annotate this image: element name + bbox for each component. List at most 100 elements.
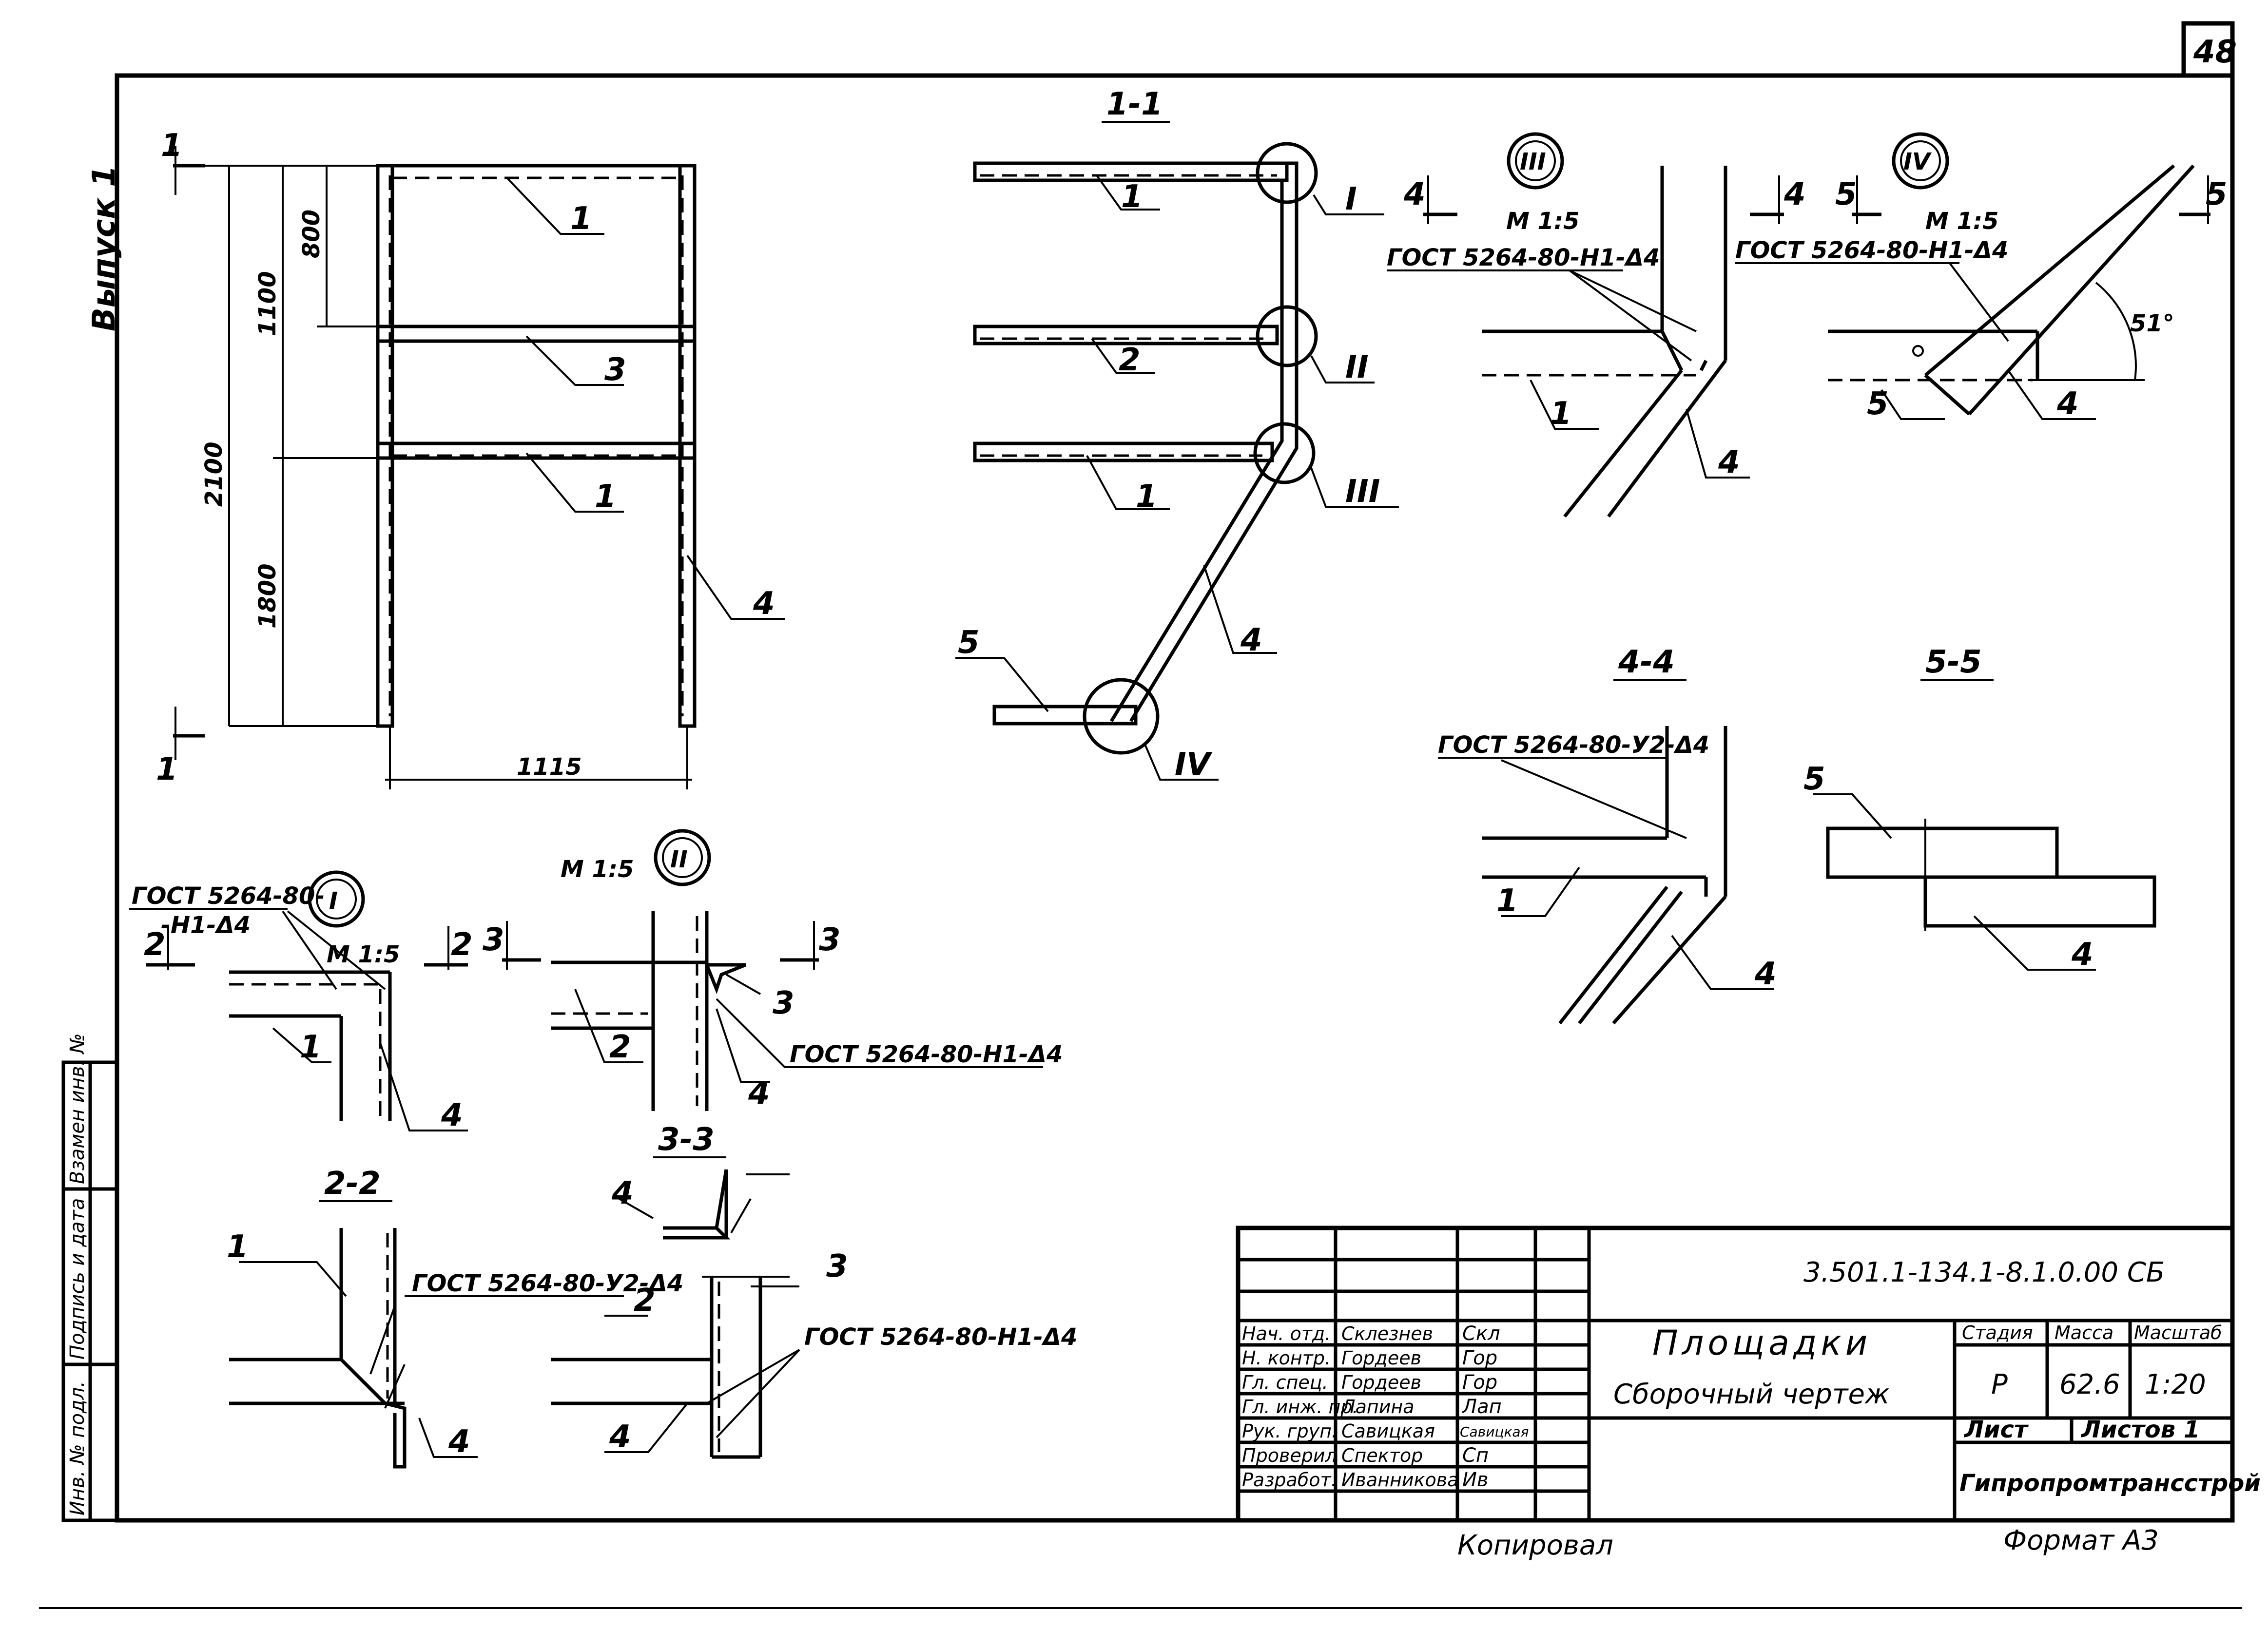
section-4-4-weld: ГОСТ 5264-80-У2-Δ4 <box>1438 731 1709 759</box>
section-4-4-title: 4-4 <box>1618 644 1675 680</box>
dim-800: 800 <box>298 210 325 258</box>
dim-1800: 1800 <box>254 563 281 629</box>
s11-pos-1-bottom: 1 <box>1136 479 1158 515</box>
dim-1115: 1115 <box>517 753 582 781</box>
role-4: Рук. груп. <box>1242 1420 1338 1442</box>
node-I-pos-4: 4 <box>441 1097 463 1133</box>
name-4: Савицкая <box>1341 1420 1435 1442</box>
node-III-badge <box>1507 132 1564 190</box>
node-IV-profile <box>1828 164 2195 420</box>
stamp-inv-no: Инв. № подл. <box>66 1381 89 1515</box>
section-5-5-profile <box>1813 793 2156 971</box>
role-3: Гл. инж. пр. <box>1242 1396 1358 1418</box>
node-II-weld: ГОСТ 5264-80-Н1-Δ4 <box>790 1041 1063 1068</box>
header-scale: Масштаб <box>2134 1322 2222 1343</box>
s55-pos-4: 4 <box>2071 937 2094 973</box>
name-1: Гордеев <box>1341 1347 1421 1369</box>
cut-mark-1-bottom: 1 <box>156 751 178 787</box>
s11-pos-4: 4 <box>1240 622 1262 658</box>
role-5: Проверил <box>1242 1445 1337 1466</box>
section-3-3-title: 3-3 <box>658 1122 715 1158</box>
s33-weld: ГОСТ 5264-80-Н1-Δ4 <box>804 1323 1077 1351</box>
signature-6: Ив <box>1462 1469 1489 1491</box>
dim-1100: 1100 <box>254 271 281 336</box>
sheet-number: 48 <box>2193 34 2237 70</box>
main-leaders <box>506 177 785 620</box>
signature-2: Гор <box>1462 1371 1497 1394</box>
name-3: Лапина <box>1340 1396 1415 1418</box>
section-1-1-title: 1-1 <box>1106 86 1163 122</box>
node-I-scale: М 1:5 <box>327 941 400 968</box>
s44-pos-4: 4 <box>1754 956 1777 992</box>
node-I-profile <box>229 910 468 1131</box>
section-3-3-profile <box>551 1169 800 1459</box>
node-IV-cut-left: 5 <box>1835 176 1857 212</box>
node-II-cut-left: 3 <box>483 922 504 958</box>
side-label: Выпуск 1 <box>86 165 122 331</box>
s55-pos-5: 5 <box>1803 761 1825 797</box>
section-4-4-profile <box>1482 726 1774 1025</box>
node-III-scale: М 1:5 <box>1506 208 1579 235</box>
s22-pos-1: 1 <box>227 1229 249 1265</box>
stamp-signature-date: Подпись и дата <box>66 1198 89 1360</box>
node-III-cut-right: 4 <box>1783 176 1806 212</box>
node-IV-angle: 51° <box>2130 310 2174 337</box>
node-I-badge <box>308 870 365 928</box>
node-II-pos-3: 3 <box>773 985 795 1021</box>
node-II-scale: М 1:5 <box>561 856 634 883</box>
node-I-pos-1: 1 <box>300 1029 322 1065</box>
scale-value: 1:20 <box>2145 1369 2206 1400</box>
node-III-badge-label: III <box>1520 148 1546 175</box>
node-III-profile <box>1482 166 1750 518</box>
node-IV-badge <box>1892 132 1949 190</box>
node-II-profile <box>551 911 1043 1111</box>
paper-format: Формат А3 <box>2003 1525 2159 1556</box>
node-II-badge-label: II <box>670 846 688 873</box>
s11-node-II: II <box>1345 349 1369 385</box>
signature-5: Сп <box>1462 1444 1489 1467</box>
section-1-1-profile <box>955 142 1399 781</box>
main-pos-4: 4 <box>753 586 775 622</box>
s22-weld: ГОСТ 5264-80-У2-Δ4 <box>412 1270 683 1297</box>
node-I-badge-label: I <box>329 887 338 915</box>
organization: Гипропромтрансстрой <box>1959 1470 2261 1497</box>
sheet-number-box <box>2181 21 2235 78</box>
node-I-weld-2: -Н1-Δ4 <box>161 912 251 939</box>
name-2: Гордеев <box>1341 1372 1421 1393</box>
s44-pos-1: 1 <box>1496 883 1518 919</box>
signature-3: Лап <box>1461 1396 1502 1418</box>
role-6: Разработ. <box>1242 1469 1337 1491</box>
main-pos-1-mid: 1 <box>595 479 617 515</box>
stamp-replacement: Взамен инв. № <box>66 1033 89 1184</box>
side-stamp: Инв. № подл. Подпись и дата Взамен инв. … <box>61 1033 119 1522</box>
node-II-badge <box>654 829 711 886</box>
title-block <box>1236 1226 2235 1523</box>
section-5-5-title: 5-5 <box>1925 644 1982 680</box>
s11-node-III: III <box>1345 474 1380 510</box>
drawing-title: Площадки <box>1652 1323 1871 1363</box>
mass-value: 62.6 <box>2059 1369 2120 1400</box>
node-II-cut-right: 3 <box>819 922 841 958</box>
role-2: Гл. спец. <box>1242 1372 1328 1393</box>
section-2-2-profile <box>229 1228 478 1469</box>
node-II-pos-4: 4 <box>748 1075 770 1112</box>
node-IV-weld: ГОСТ 5264-80-Н1-Δ4 <box>1735 237 2008 264</box>
s11-node-I: I <box>1345 181 1357 217</box>
name-0: Склезнев <box>1341 1323 1433 1344</box>
header-mass: Масса <box>2055 1322 2113 1343</box>
node-III-weld: ГОСТ 5264-80-Н1-Δ4 <box>1387 244 1660 271</box>
node-III-pos-1: 1 <box>1550 396 1572 432</box>
header-stage: Стадия <box>1962 1322 2033 1343</box>
node-II-pos-2: 2 <box>609 1029 631 1065</box>
node-I-cut-left: 2 <box>144 927 166 963</box>
main-elevation <box>173 146 697 789</box>
dim-2100: 2100 <box>200 441 228 507</box>
drawing-subtitle: Сборочный чертеж <box>1613 1379 1889 1410</box>
signature-1: Гор <box>1462 1347 1497 1369</box>
section-2-2-title: 2-2 <box>324 1166 381 1202</box>
s33-pos-4-top: 4 <box>611 1175 634 1211</box>
s11-pos-1-top: 1 <box>1121 179 1143 215</box>
node-III-cut-left: 4 <box>1403 176 1426 212</box>
signature-0: Скл <box>1462 1322 1500 1345</box>
